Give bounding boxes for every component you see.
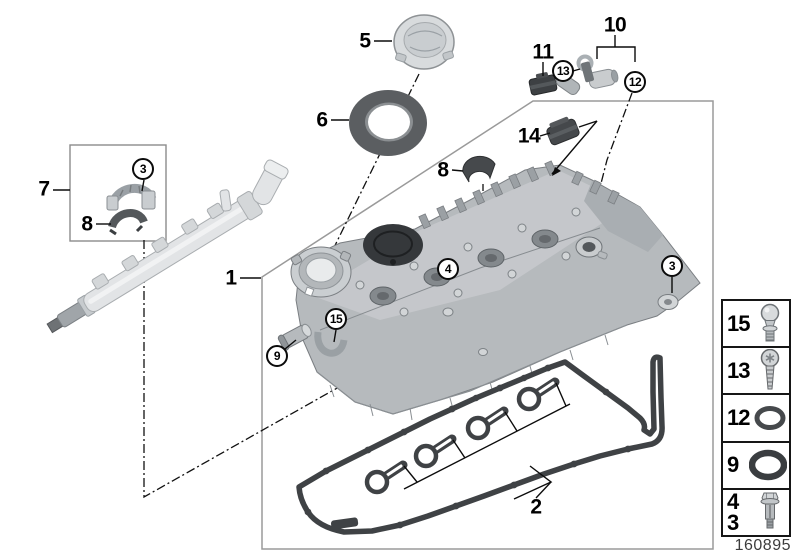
callout-5[interactable]: 5 xyxy=(359,29,371,53)
frame-box xyxy=(261,100,714,550)
figure-number: 160895 xyxy=(734,537,791,554)
sensor-cap xyxy=(546,116,580,146)
coil-wells xyxy=(369,229,559,306)
oil-filler-cap xyxy=(393,14,455,70)
group-7-box xyxy=(69,144,167,242)
profile-gasket xyxy=(296,354,665,535)
callout-6[interactable]: 6 xyxy=(316,108,328,132)
legend-row-12[interactable]: 12 xyxy=(723,393,789,440)
half-moon-seal xyxy=(462,155,496,183)
ball-stud-icon xyxy=(753,303,787,345)
callout-13[interactable]: 13 xyxy=(552,60,574,82)
expansion-bolt-icon xyxy=(753,490,787,534)
filler-neck xyxy=(290,246,352,298)
callout-3-flange[interactable]: 3 xyxy=(661,255,683,277)
valve-cover xyxy=(277,160,701,421)
callout-8-rail[interactable]: 8 xyxy=(81,212,93,236)
legend-row-9[interactable]: 9 xyxy=(723,440,789,488)
legend-row-15[interactable]: 15 xyxy=(723,301,789,346)
callout-1[interactable]: 1 xyxy=(225,266,237,290)
callout-9[interactable]: 9 xyxy=(266,345,288,367)
oil-port xyxy=(277,323,312,351)
callout-14[interactable]: 14 xyxy=(517,124,541,148)
callout-4[interactable]: 4 xyxy=(437,258,459,280)
legend-number-12: 12 xyxy=(727,405,750,430)
ccv-diaphragm xyxy=(363,224,423,266)
callout-12[interactable]: 12 xyxy=(624,71,646,93)
callout-2[interactable]: 2 xyxy=(530,495,542,519)
fuel-rail xyxy=(46,159,289,334)
callout-3-clamp[interactable]: 3 xyxy=(132,158,154,180)
callout-10[interactable]: 10 xyxy=(603,13,627,37)
mount-flange xyxy=(657,294,679,310)
cover-tabs xyxy=(418,160,620,230)
legend-number-13: 13 xyxy=(727,357,750,383)
callout-8-cover[interactable]: 8 xyxy=(437,158,449,182)
rail-clamp-lower xyxy=(108,209,148,236)
bolt-bosses xyxy=(355,207,581,356)
legend-number-3: 3 xyxy=(727,510,740,536)
cap-seal-ring xyxy=(349,90,427,156)
legend-number-9: 9 xyxy=(727,452,739,478)
rail-clamp-upper xyxy=(106,183,157,211)
gasket-bumps xyxy=(304,364,632,529)
leader-lines xyxy=(53,35,673,500)
rail-elbow xyxy=(252,159,289,206)
rail-fitting xyxy=(219,189,232,212)
legend-number-4: 4 xyxy=(727,489,740,515)
spark-plug-seals xyxy=(364,377,560,495)
legend-number-15: 15 xyxy=(727,310,750,336)
legend-row-13[interactable]: 13 xyxy=(723,346,789,393)
arrowhead-cap-slot xyxy=(552,167,561,176)
callout-11[interactable]: 11 xyxy=(532,40,554,64)
fasteners-legend: 15 13 12 xyxy=(721,299,791,537)
torx-screw-icon xyxy=(753,348,787,393)
callout-7[interactable]: 7 xyxy=(38,177,50,201)
legend-row-4-3[interactable]: 4 3 xyxy=(723,487,789,536)
camshaft-sensor-port xyxy=(575,236,608,260)
callout-15[interactable]: 15 xyxy=(325,308,347,330)
connector xyxy=(528,72,558,96)
o-ring-large-icon xyxy=(749,449,787,481)
o-ring-small-icon xyxy=(753,404,787,432)
ball-stud-bracket xyxy=(314,331,348,357)
